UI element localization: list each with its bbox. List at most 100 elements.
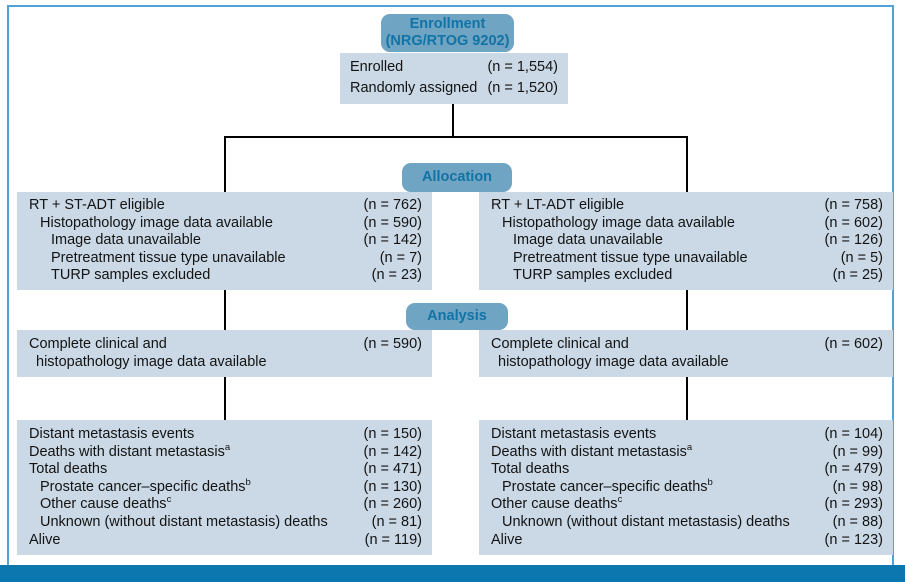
stat-value: (n = 479) — [824, 461, 883, 478]
stat-label: Pretreatment tissue type unavailable — [513, 249, 748, 266]
allocation-left-box: RT + ST-ADT eligible (n = 762) Histopath… — [17, 192, 432, 290]
stat-value: (n = 590) — [363, 214, 422, 231]
connector-left-to-allocation — [224, 136, 226, 192]
connector-left-to-outcomes — [224, 377, 226, 420]
stat-row: Complete clinical and histopathology ima… — [491, 335, 883, 371]
stat-value: (n = 602) — [824, 214, 883, 231]
stat-label: Alive — [29, 531, 61, 548]
stat-value: (n = 260) — [363, 496, 422, 513]
stat-value: (n = 293) — [824, 496, 883, 513]
stat-row: Randomly assigned (n = 1,520) — [350, 78, 558, 99]
stat-row: Total deaths (n = 471) — [29, 461, 422, 479]
stat-value: (n = 130) — [363, 478, 422, 495]
stat-row: Image data unavailable (n = 126) — [491, 232, 883, 250]
stat-row: Histopathology image data available (n =… — [491, 215, 883, 233]
superscript-note: b — [707, 476, 713, 488]
stat-label: Deaths with distant metastasisa — [29, 441, 231, 460]
stat-label: Prostate cancer–specific deathsb — [40, 476, 251, 495]
connector-left-to-analysis — [224, 290, 226, 330]
superscript-note: c — [166, 494, 172, 506]
stat-row: Pretreatment tissue type unavailable (n … — [29, 250, 422, 268]
connector-right-to-allocation — [686, 136, 688, 192]
stat-row: Histopathology image data available (n =… — [29, 215, 422, 233]
stat-value: (n = 1,554) — [487, 59, 558, 75]
stat-label: Histopathology image data available — [502, 214, 735, 231]
stat-value: (n = 126) — [824, 232, 883, 249]
stat-label: Alive — [491, 531, 523, 548]
stat-label: Histopathology image data available — [40, 214, 273, 231]
superscript-note: a — [686, 441, 693, 453]
stat-value: (n = 25) — [832, 267, 883, 284]
stat-row: RT + ST-ADT eligible (n = 762) — [29, 197, 422, 215]
stat-value: (n = 758) — [824, 197, 883, 213]
stat-value: (n = 150) — [363, 426, 422, 442]
superscript-note: c — [617, 494, 623, 506]
allocation-header-label: Allocation — [421, 169, 493, 185]
outcomes-left-box: Distant metastasis events (n = 150) Deat… — [17, 420, 432, 555]
stat-label: Randomly assigned — [350, 79, 478, 96]
allocation-right-box: RT + LT-ADT eligible (n = 758) Histopath… — [479, 192, 893, 290]
stat-value: (n = 99) — [832, 443, 883, 460]
stat-label: RT + ST-ADT eligible — [29, 197, 165, 213]
connector-enrollment-down — [452, 104, 454, 137]
stat-label: Prostate cancer–specific deathsb — [502, 476, 713, 495]
stat-value: (n = 142) — [363, 232, 422, 249]
stat-row: TURP samples excluded (n = 25) — [491, 267, 883, 285]
stat-row: Alive (n = 123) — [491, 532, 883, 550]
stat-row: Deaths with distant metastasisa (n = 142… — [29, 441, 422, 462]
stat-label: Enrolled — [350, 59, 404, 75]
analysis-left-box: Complete clinical and histopathology ima… — [17, 330, 432, 377]
stat-row: Other cause deathsc (n = 260) — [29, 494, 422, 514]
stat-row: Complete clinical and histopathology ima… — [29, 335, 422, 371]
stat-value: (n = 81) — [371, 513, 422, 530]
stat-row: RT + LT-ADT eligible (n = 758) — [491, 197, 883, 215]
stat-row: Image data unavailable (n = 142) — [29, 232, 422, 250]
stat-label: Total deaths — [491, 461, 570, 478]
analysis-label-line1: Complete clinical and — [29, 336, 167, 352]
stat-row: Unknown (without distant metastasis) dea… — [491, 514, 883, 532]
stat-label: Unknown (without distant metastasis) dea… — [502, 513, 790, 530]
stat-row: Pretreatment tissue type unavailable (n … — [491, 250, 883, 268]
stat-value: (n = 142) — [363, 443, 422, 460]
connector-right-to-outcomes — [686, 377, 688, 420]
stat-value: (n = 602) — [824, 336, 883, 352]
stat-value: (n = 88) — [832, 513, 883, 530]
stat-row: Distant metastasis events (n = 104) — [491, 426, 883, 444]
outcomes-right-box: Distant metastasis events (n = 104) Deat… — [479, 420, 893, 555]
stat-value: (n = 5) — [840, 249, 883, 266]
stat-row: Total deaths (n = 479) — [491, 461, 883, 479]
stat-row: Unknown (without distant metastasis) dea… — [29, 514, 422, 532]
analysis-right-box: Complete clinical and histopathology ima… — [479, 330, 893, 377]
stat-label: Complete clinical and histopathology ima… — [491, 335, 729, 371]
connector-branch-horizontal — [224, 136, 688, 138]
stat-row: Prostate cancer–specific deathsb (n = 98… — [491, 476, 883, 497]
analysis-label-line2: histopathology image data available — [36, 354, 267, 370]
stat-value: (n = 7) — [379, 249, 422, 266]
stat-label: Image data unavailable — [51, 232, 201, 249]
stat-label: TURP samples excluded — [513, 267, 673, 284]
stat-row: Distant metastasis events (n = 150) — [29, 426, 422, 444]
stat-label: Deaths with distant metastasisa — [491, 441, 693, 460]
stat-value: (n = 123) — [824, 531, 883, 548]
stat-label: TURP samples excluded — [51, 267, 211, 284]
stat-label: Unknown (without distant metastasis) dea… — [40, 513, 328, 530]
allocation-stage-header: Allocation — [402, 163, 512, 192]
enrollment-stage-header: Enrollment (NRG/RTOG 9202) — [381, 14, 514, 52]
stat-row: Prostate cancer–specific deathsb (n = 13… — [29, 476, 422, 497]
connector-right-to-analysis — [686, 290, 688, 330]
stat-value: (n = 471) — [363, 461, 422, 478]
stat-row: Deaths with distant metastasisa (n = 99) — [491, 441, 883, 462]
enrollment-header-line1: Enrollment — [409, 16, 486, 32]
analysis-stage-header: Analysis — [406, 303, 508, 330]
stat-label: Other cause deathsc — [40, 494, 172, 513]
stat-label: RT + LT-ADT eligible — [491, 197, 625, 213]
stat-label: Other cause deathsc — [491, 494, 623, 513]
analysis-header-label: Analysis — [427, 308, 487, 324]
stat-label: Complete clinical and histopathology ima… — [29, 335, 267, 371]
enrollment-box: Enrolled (n = 1,554) Randomly assigned (… — [340, 53, 568, 104]
superscript-note: b — [245, 476, 251, 488]
stat-value: (n = 23) — [371, 267, 422, 284]
stat-value: (n = 590) — [363, 336, 422, 352]
enrollment-header-line2: (NRG/RTOG 9202) — [385, 33, 510, 49]
